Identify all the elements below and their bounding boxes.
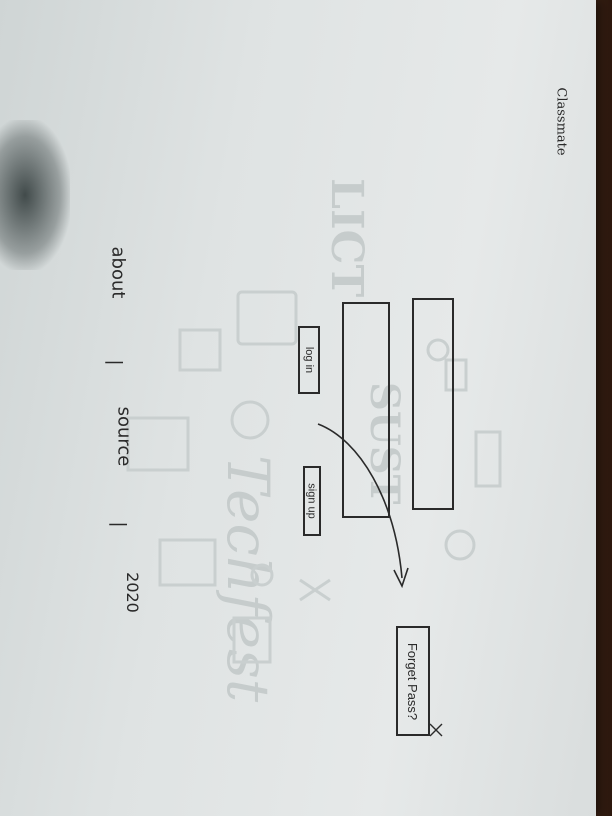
finger-shadow bbox=[0, 120, 70, 270]
forgot-password-button[interactable]: Forget Pass? bbox=[396, 626, 430, 736]
footer-source[interactable]: source bbox=[113, 406, 135, 467]
close-mark-icon bbox=[429, 723, 443, 737]
watermark-icons bbox=[126, 290, 502, 664]
login-button[interactable]: log in bbox=[298, 326, 320, 394]
paper-sheet: LICT SUST Techfest Classmate log in sign… bbox=[0, 0, 596, 816]
flow-arrow bbox=[317, 423, 443, 737]
footer-separator-1: | bbox=[104, 359, 126, 366]
username-field[interactable] bbox=[342, 302, 390, 518]
password-field[interactable] bbox=[412, 298, 454, 510]
footer-about[interactable]: about bbox=[107, 246, 129, 299]
footer-separator-2: | bbox=[108, 521, 130, 528]
signup-button[interactable]: sign up bbox=[303, 466, 321, 536]
footer-year: 2020 bbox=[122, 572, 142, 613]
